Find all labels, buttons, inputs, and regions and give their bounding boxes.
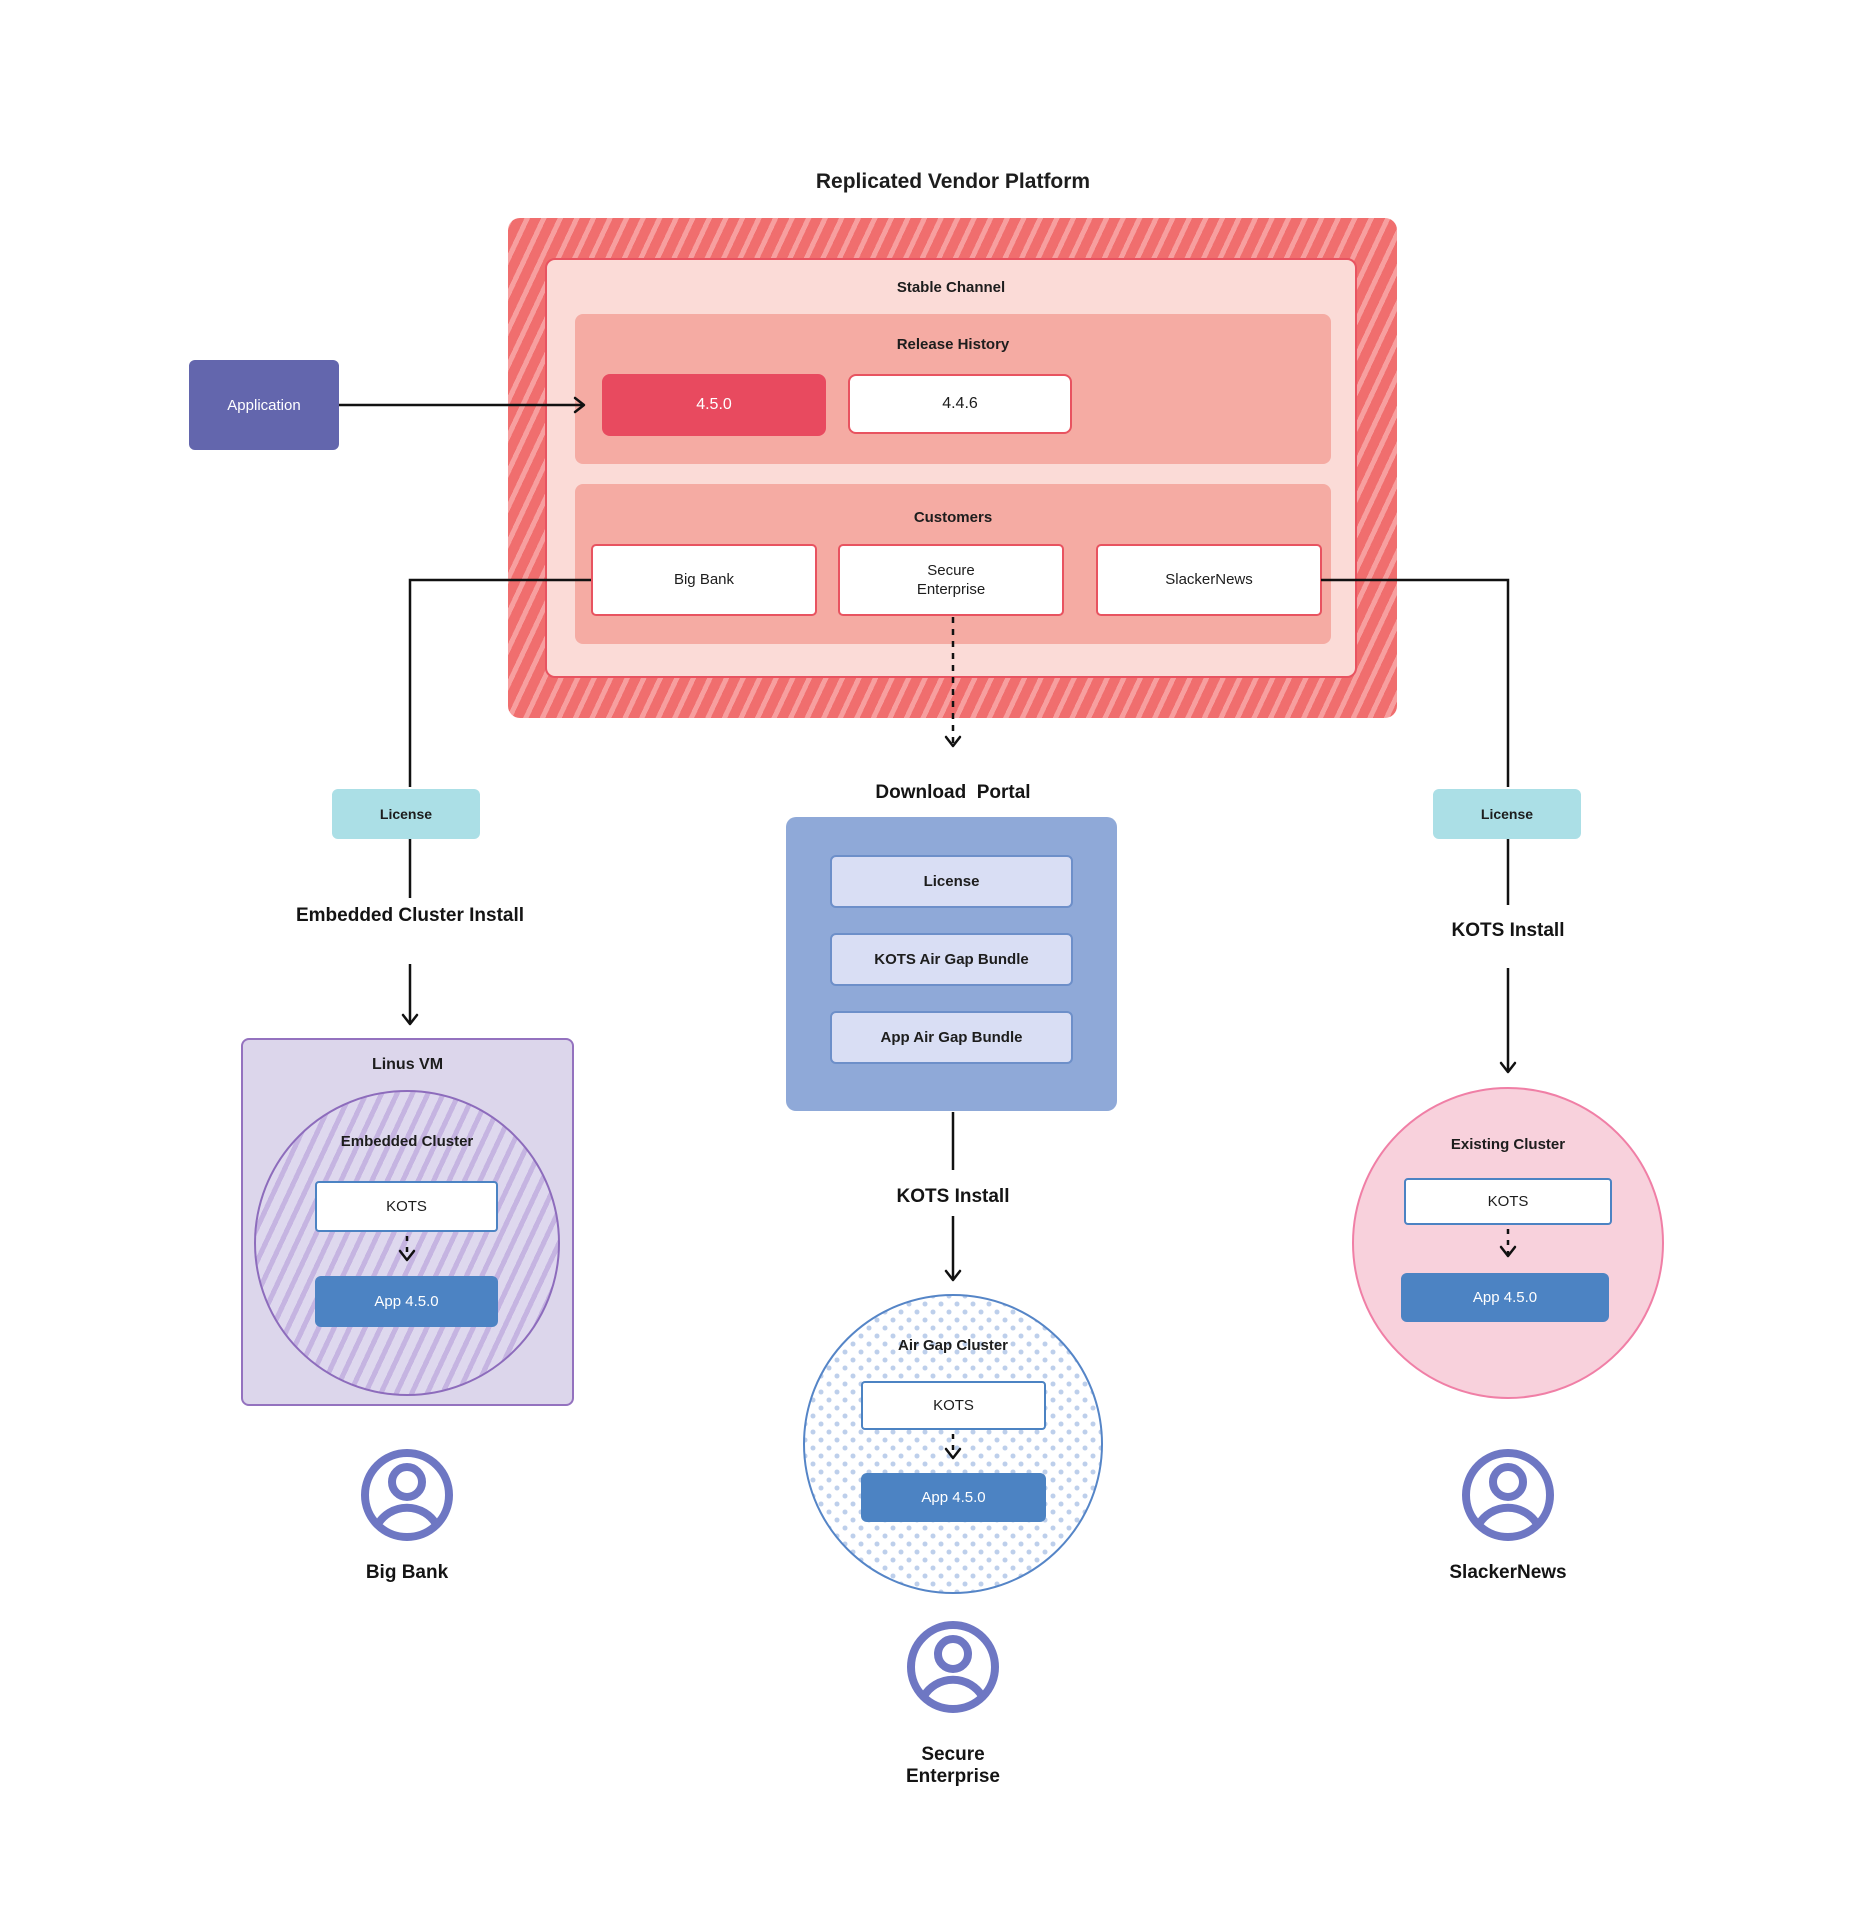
release-history-label: Release History <box>896 336 1010 353</box>
kots-box-right: KOTS <box>1404 1178 1612 1225</box>
big-bank-person-icon <box>357 1445 457 1545</box>
embedded-cluster-label: Embedded Cluster <box>340 1133 474 1150</box>
secure-enterprise-name: Secure Enterprise <box>906 1744 1000 1787</box>
app-box-left: App 4.5.0 <box>315 1276 498 1327</box>
secure-enterprise-person-icon <box>903 1617 1003 1717</box>
portal-item-app-airgap-bundle: App Air Gap Bundle <box>830 1011 1073 1064</box>
customer-big-bank: Big Bank <box>591 544 817 616</box>
release-450: 4.5.0 <box>602 374 826 436</box>
license-badge-right: License <box>1433 789 1581 839</box>
air-gap-cluster-label: Air Gap Cluster <box>897 1337 1009 1354</box>
customer-secure-enterprise-label: Secure Enterprise <box>916 561 986 599</box>
stable-channel-label: Stable Channel <box>896 279 1006 296</box>
linus-vm-label: Linus VM <box>371 1056 444 1073</box>
portal-item-license: License <box>830 855 1073 908</box>
license-badge-left: License <box>332 789 480 839</box>
release-446: 4.4.6 <box>848 374 1072 434</box>
embedded-cluster-install-label: Embedded Cluster Install <box>295 905 525 926</box>
kots-box-left: KOTS <box>315 1181 498 1232</box>
kots-install-label-right: KOTS Install <box>1451 920 1565 941</box>
kots-install-label-mid: KOTS Install <box>896 1186 1010 1207</box>
download-portal-label: Download Portal <box>875 782 1031 803</box>
portal-item-kots-airgap-bundle: KOTS Air Gap Bundle <box>830 933 1073 986</box>
existing-cluster-circle <box>1352 1087 1664 1399</box>
app-box-mid: App 4.5.0 <box>861 1473 1046 1522</box>
slackernews-person-icon <box>1458 1445 1558 1545</box>
slackernews-name: SlackerNews <box>1449 1562 1567 1583</box>
kots-box-mid: KOTS <box>861 1381 1046 1430</box>
customer-slackernews: SlackerNews <box>1096 544 1322 616</box>
customers-label: Customers <box>913 509 993 526</box>
application-box: Application <box>189 360 339 450</box>
diagram-title: Replicated Vendor Platform <box>815 170 1091 193</box>
app-box-right: App 4.5.0 <box>1401 1273 1609 1322</box>
big-bank-name: Big Bank <box>365 1562 449 1583</box>
existing-cluster-label: Existing Cluster <box>1450 1136 1566 1153</box>
customer-secure-enterprise: Secure Enterprise <box>838 544 1064 616</box>
